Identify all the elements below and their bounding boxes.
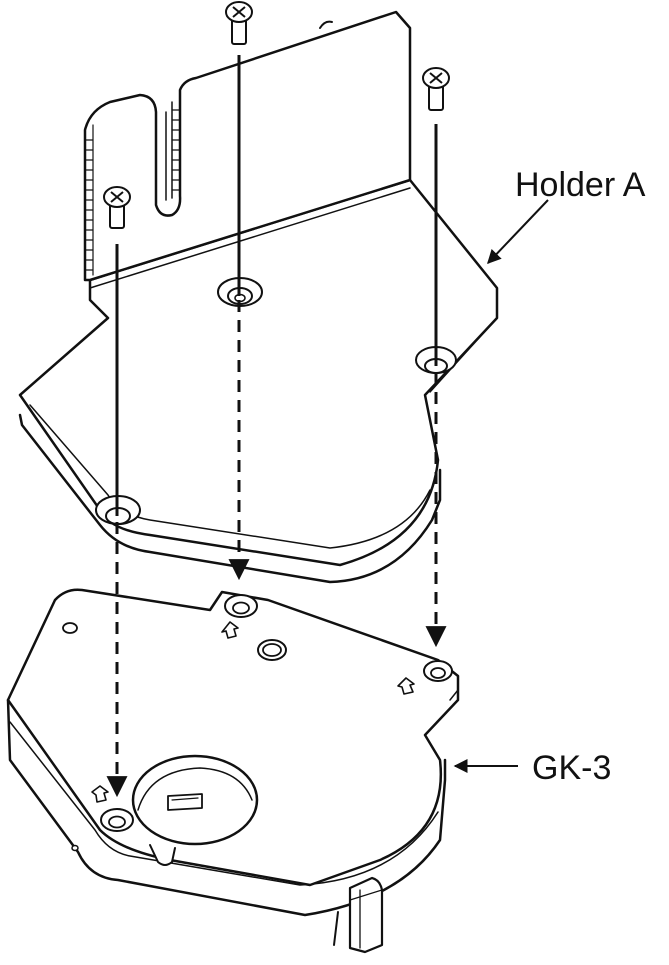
- holder-a: [18, 10, 499, 584]
- holder-fold-line: [89, 187, 411, 289]
- holder-top-tab: [319, 20, 333, 29]
- base-label: GK-3: [532, 749, 611, 787]
- screw-left: [103, 186, 131, 229]
- gk3-arrow-mark-right: [397, 677, 415, 695]
- guide-lines: [106, 55, 447, 798]
- gk3-pin: [333, 911, 339, 946]
- gk3-small-hole: [62, 622, 78, 634]
- gk3-right-post: [449, 679, 459, 701]
- holder-knurl-slot: [171, 109, 181, 191]
- gk3-center-opening: [131, 754, 259, 846]
- screw-center: [225, 1, 253, 45]
- screw-right: [422, 67, 450, 111]
- gk3-base: [6, 588, 460, 954]
- gk3-slot: [149, 844, 176, 866]
- gk3-boss: [257, 639, 287, 661]
- gk3-latch: [348, 876, 384, 954]
- holder-base-plate-edge: [18, 413, 442, 584]
- gk3-arrow-mark-center: [221, 621, 239, 639]
- gk3-small-hole-2: [71, 844, 79, 852]
- gk3-inner-tab: [167, 793, 203, 811]
- holder-knurl-left: [84, 124, 94, 276]
- gk3-hole-center: [224, 594, 258, 618]
- holder-slot: [165, 101, 173, 201]
- holder-wall: [83, 10, 412, 282]
- gk3-arrow-mark-left: [91, 785, 109, 803]
- gk3-hole-right: [423, 660, 453, 682]
- holder-label: Holder A: [515, 166, 646, 204]
- gk3-hole-left: [100, 808, 134, 832]
- holder-leader: [487, 199, 549, 265]
